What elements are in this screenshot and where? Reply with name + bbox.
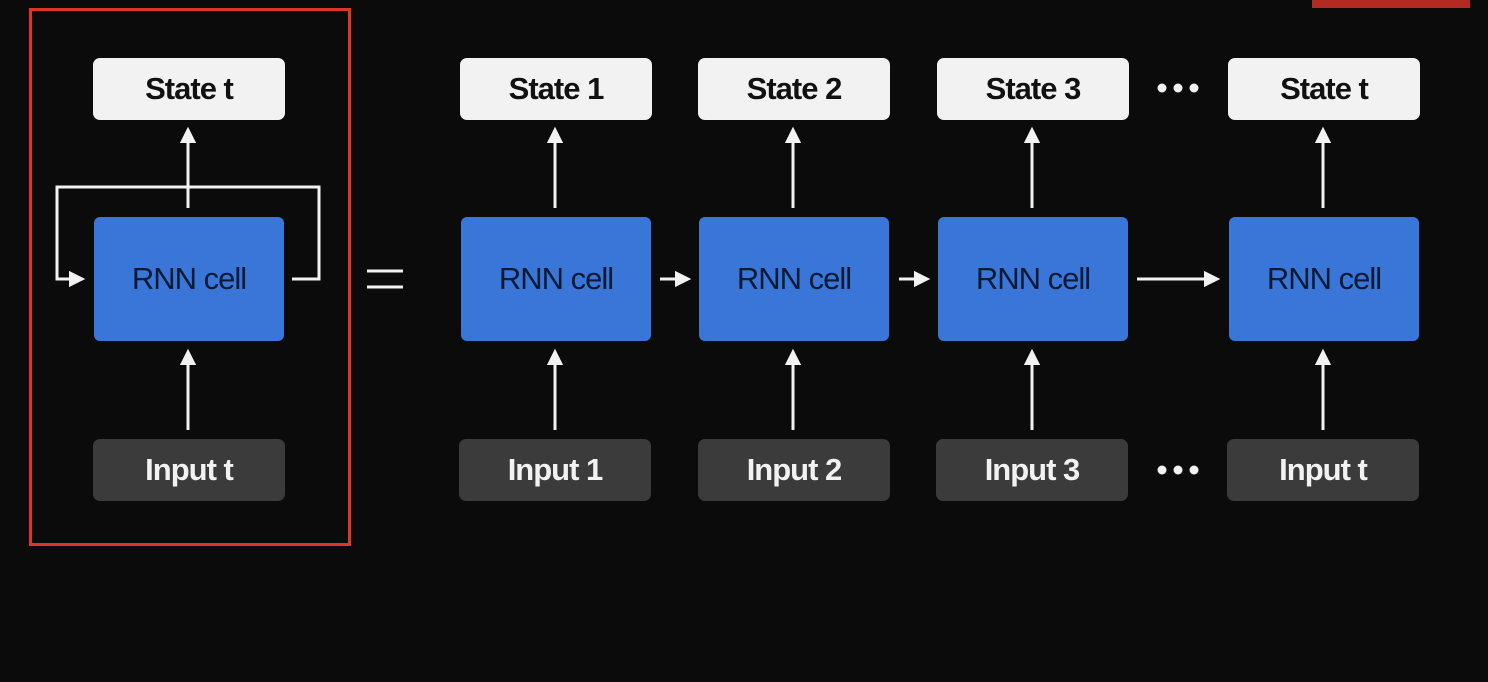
rnn-cell-t: RNN cell: [1229, 217, 1419, 341]
state-box-t: State t: [1228, 58, 1420, 120]
input-box-2: Input 2: [698, 439, 890, 501]
input-box-1: Input 1: [459, 439, 651, 501]
input-box-t: Input t: [1227, 439, 1419, 501]
state-box-1: State 1: [460, 58, 652, 120]
corner-badge: [1312, 0, 1470, 8]
folded-state-box: State t: [93, 58, 285, 120]
state-box-2: State 2: [698, 58, 890, 120]
rnn-cell-1: RNN cell: [461, 217, 651, 341]
arrow-folded-recurrent-loop: [55, 185, 321, 288]
state-box-3: State 3: [937, 58, 1129, 120]
folded-rnn-cell: RNN cell: [94, 217, 284, 341]
rnn-cell-3: RNN cell: [938, 217, 1128, 341]
folded-highlight-frame: [29, 8, 351, 546]
input-box-3: Input 3: [936, 439, 1128, 501]
folded-input-box: Input t: [93, 439, 285, 501]
ellipsis-bottom: [1157, 465, 1199, 475]
rnn-cell-2: RNN cell: [699, 217, 889, 341]
ellipsis-top: [1157, 83, 1199, 93]
